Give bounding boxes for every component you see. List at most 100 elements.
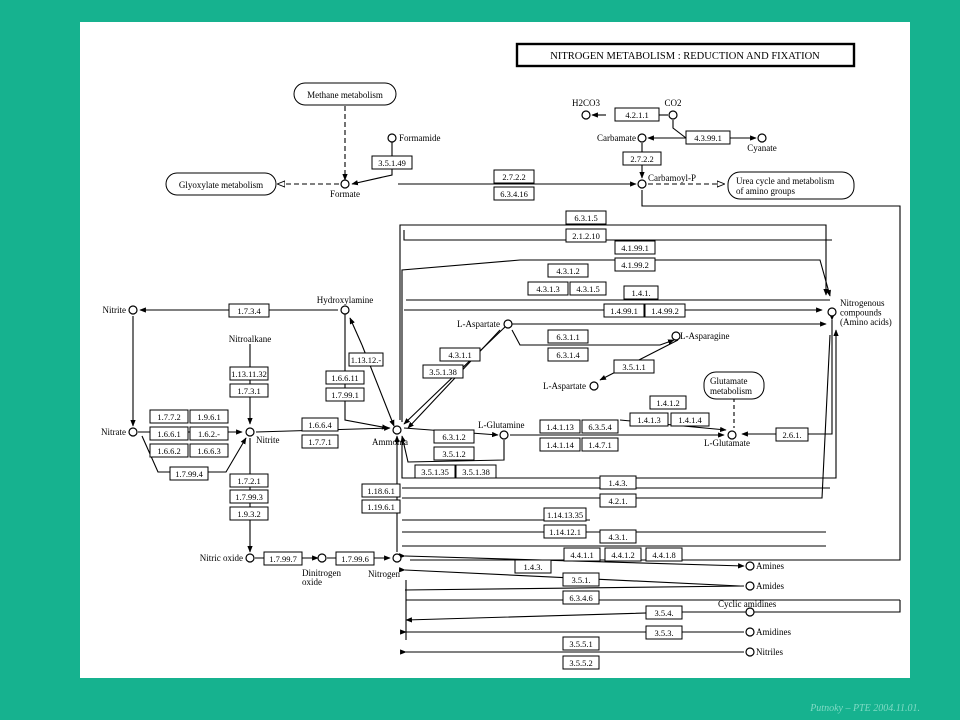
enzyme-label-1-19-6-1: 1.19.6.1: [367, 502, 395, 512]
enzyme-label-4-3-1-1: 4.3.1.1: [448, 350, 471, 360]
enzyme-box: [563, 547, 601, 562]
map-urea-cycle[interactable]: [727, 171, 855, 200]
enzyme-label-1-7-2-1: 1.7.2.1: [237, 476, 260, 486]
compound-nitrate: Nitrate: [101, 427, 126, 437]
map-urea-label-1: Urea cycle and metabolism: [736, 176, 834, 186]
enzyme-label-1-7-99-7: 1.7.99.7: [269, 554, 297, 564]
compound-node: [581, 110, 591, 120]
enzyme-box: [775, 427, 809, 442]
enzyme-box: [189, 426, 229, 441]
enzyme-box: [228, 303, 270, 318]
enzyme-box: [645, 625, 683, 640]
enzyme-box: [613, 359, 655, 374]
enzyme-box: [229, 489, 269, 504]
enzyme-box: [414, 464, 456, 479]
map-methane-label: Methane metabolism: [307, 90, 383, 100]
enzyme-label-1-7-99-1: 1.7.99.1: [331, 390, 359, 400]
enzyme-box: [604, 547, 642, 562]
compound-nitriles: Nitriles: [756, 647, 783, 657]
enzyme-box: [562, 636, 600, 651]
enzyme-label-6-3-1-5: 6.3.1.5: [574, 213, 597, 223]
enzyme-box: [629, 412, 669, 427]
compound-node: [245, 427, 255, 437]
compound-node: [340, 179, 350, 189]
enzyme-label-6-3-1-2: 6.3.1.2: [442, 432, 465, 442]
compound-l-glutamate: L-Glutamate: [704, 438, 750, 448]
compound-amidines: Amidines: [756, 627, 791, 637]
enzyme-box: [645, 547, 683, 562]
enzyme-label-3-5-1-38a: 3.5.1.38: [429, 367, 457, 377]
enzyme-box: [433, 446, 475, 461]
enzyme-box: [325, 370, 365, 385]
enzyme-box: [622, 151, 662, 166]
enzyme-box: [614, 240, 656, 255]
title-frame: [515, 42, 856, 68]
enzyme-box: [361, 499, 401, 514]
compound-nitrogen: Nitrogen: [368, 569, 400, 579]
enzyme-label-1-7-7-2: 1.7.7.2: [157, 412, 180, 422]
enzyme-box: [623, 285, 659, 300]
compound-nitrogenous-0: Nitrogenous: [840, 298, 885, 308]
enzyme-label-6-3-1-4: 6.3.1.4: [556, 350, 580, 360]
enzyme-label-6-3-1-1: 6.3.1.1: [556, 332, 579, 342]
enzyme-label-4-2-1: 4.2.1.: [608, 496, 627, 506]
map-glyoxylate-label: Glyoxylate metabolism: [179, 180, 263, 190]
enzyme-box: [547, 263, 589, 278]
enzyme-label-3-5-5-2: 3.5.5.2: [569, 658, 592, 668]
enzyme-box: [149, 443, 189, 458]
compound-nitrite: Nitrite: [256, 435, 280, 445]
enzyme-box: [361, 483, 401, 498]
enzyme-box: [599, 493, 637, 508]
compound-l-glutamine: L-Glutamine: [478, 420, 525, 430]
map-glutamate-metabolism[interactable]: [703, 371, 765, 400]
enzyme-label-1-6-6-1: 1.6.6.1: [157, 429, 180, 439]
compound-node: [668, 110, 678, 120]
nitrogen-metabolism-pathway-map: NITROGEN METABOLISM : REDUCTION AND FIXA…: [101, 42, 901, 670]
enzyme-box: [263, 551, 303, 566]
enzyme-label-1-4-1-4: 1.4.1.4: [678, 415, 702, 425]
enzyme-label-1-6-6-11: 1.6.6.11: [331, 373, 358, 383]
compound-node: [637, 179, 647, 189]
enzyme-label-1-7-3-1: 1.7.3.1: [237, 386, 260, 396]
compound-dinitrogen-oxide-2: oxide: [302, 577, 322, 587]
enzyme-label-6-3-5-4: 6.3.5.4: [588, 422, 612, 432]
compound-node: [387, 133, 397, 143]
enzyme-label-1-4-3a: 1.4.3.: [608, 478, 627, 488]
compound-h2co3: H2CO3: [572, 98, 601, 108]
enzyme-label-1-4-1-14: 1.4.1.14: [546, 440, 574, 450]
enzyme-box: [149, 426, 189, 441]
enzyme-box: [514, 559, 552, 574]
enzyme-box: [433, 429, 475, 444]
compound-node: [745, 607, 755, 617]
compound-node: [499, 430, 509, 440]
enzyme-box: [569, 281, 607, 296]
map-glutamate-label-1: Glutamate: [710, 376, 748, 386]
compound-amides: Amides: [756, 581, 784, 591]
enzyme-box: [371, 155, 413, 170]
enzyme-label-4-4-1-1: 4.4.1.1: [570, 550, 593, 560]
compound-node: [827, 307, 837, 317]
enzyme-label-1-9-3-2: 1.9.3.2: [237, 509, 260, 519]
enzyme-label-3-5-5-1: 3.5.5.1: [569, 639, 592, 649]
enzyme-box: [599, 529, 637, 544]
compound-node: [589, 381, 599, 391]
compound-node: [745, 627, 755, 637]
map-glyoxylate-metabolism[interactable]: [165, 172, 277, 196]
compound-node: [245, 553, 255, 563]
enzyme-box: [169, 466, 209, 481]
compound-nitrogenous-1: compounds: [840, 308, 882, 318]
enzyme-label-1-14-12-1: 1.14.12.1: [549, 527, 581, 537]
map-methane-metabolism[interactable]: [293, 82, 397, 106]
compound-carbamoyl-p: Carbamoyl-P: [648, 173, 696, 183]
enzyme-box: [562, 572, 600, 587]
compound-l-aspartate2: L-Aspartate: [543, 381, 586, 391]
enzyme-box: [229, 473, 269, 488]
enzyme-box: [301, 434, 339, 449]
compound-node: [637, 133, 647, 143]
enzyme-label-3-5-4: 3.5.4.: [654, 608, 673, 618]
compound-node: [745, 561, 755, 571]
enzyme-box: [229, 506, 269, 521]
enzyme-box: [562, 655, 600, 670]
compound-node: [745, 581, 755, 591]
enzyme-box: [348, 352, 384, 367]
